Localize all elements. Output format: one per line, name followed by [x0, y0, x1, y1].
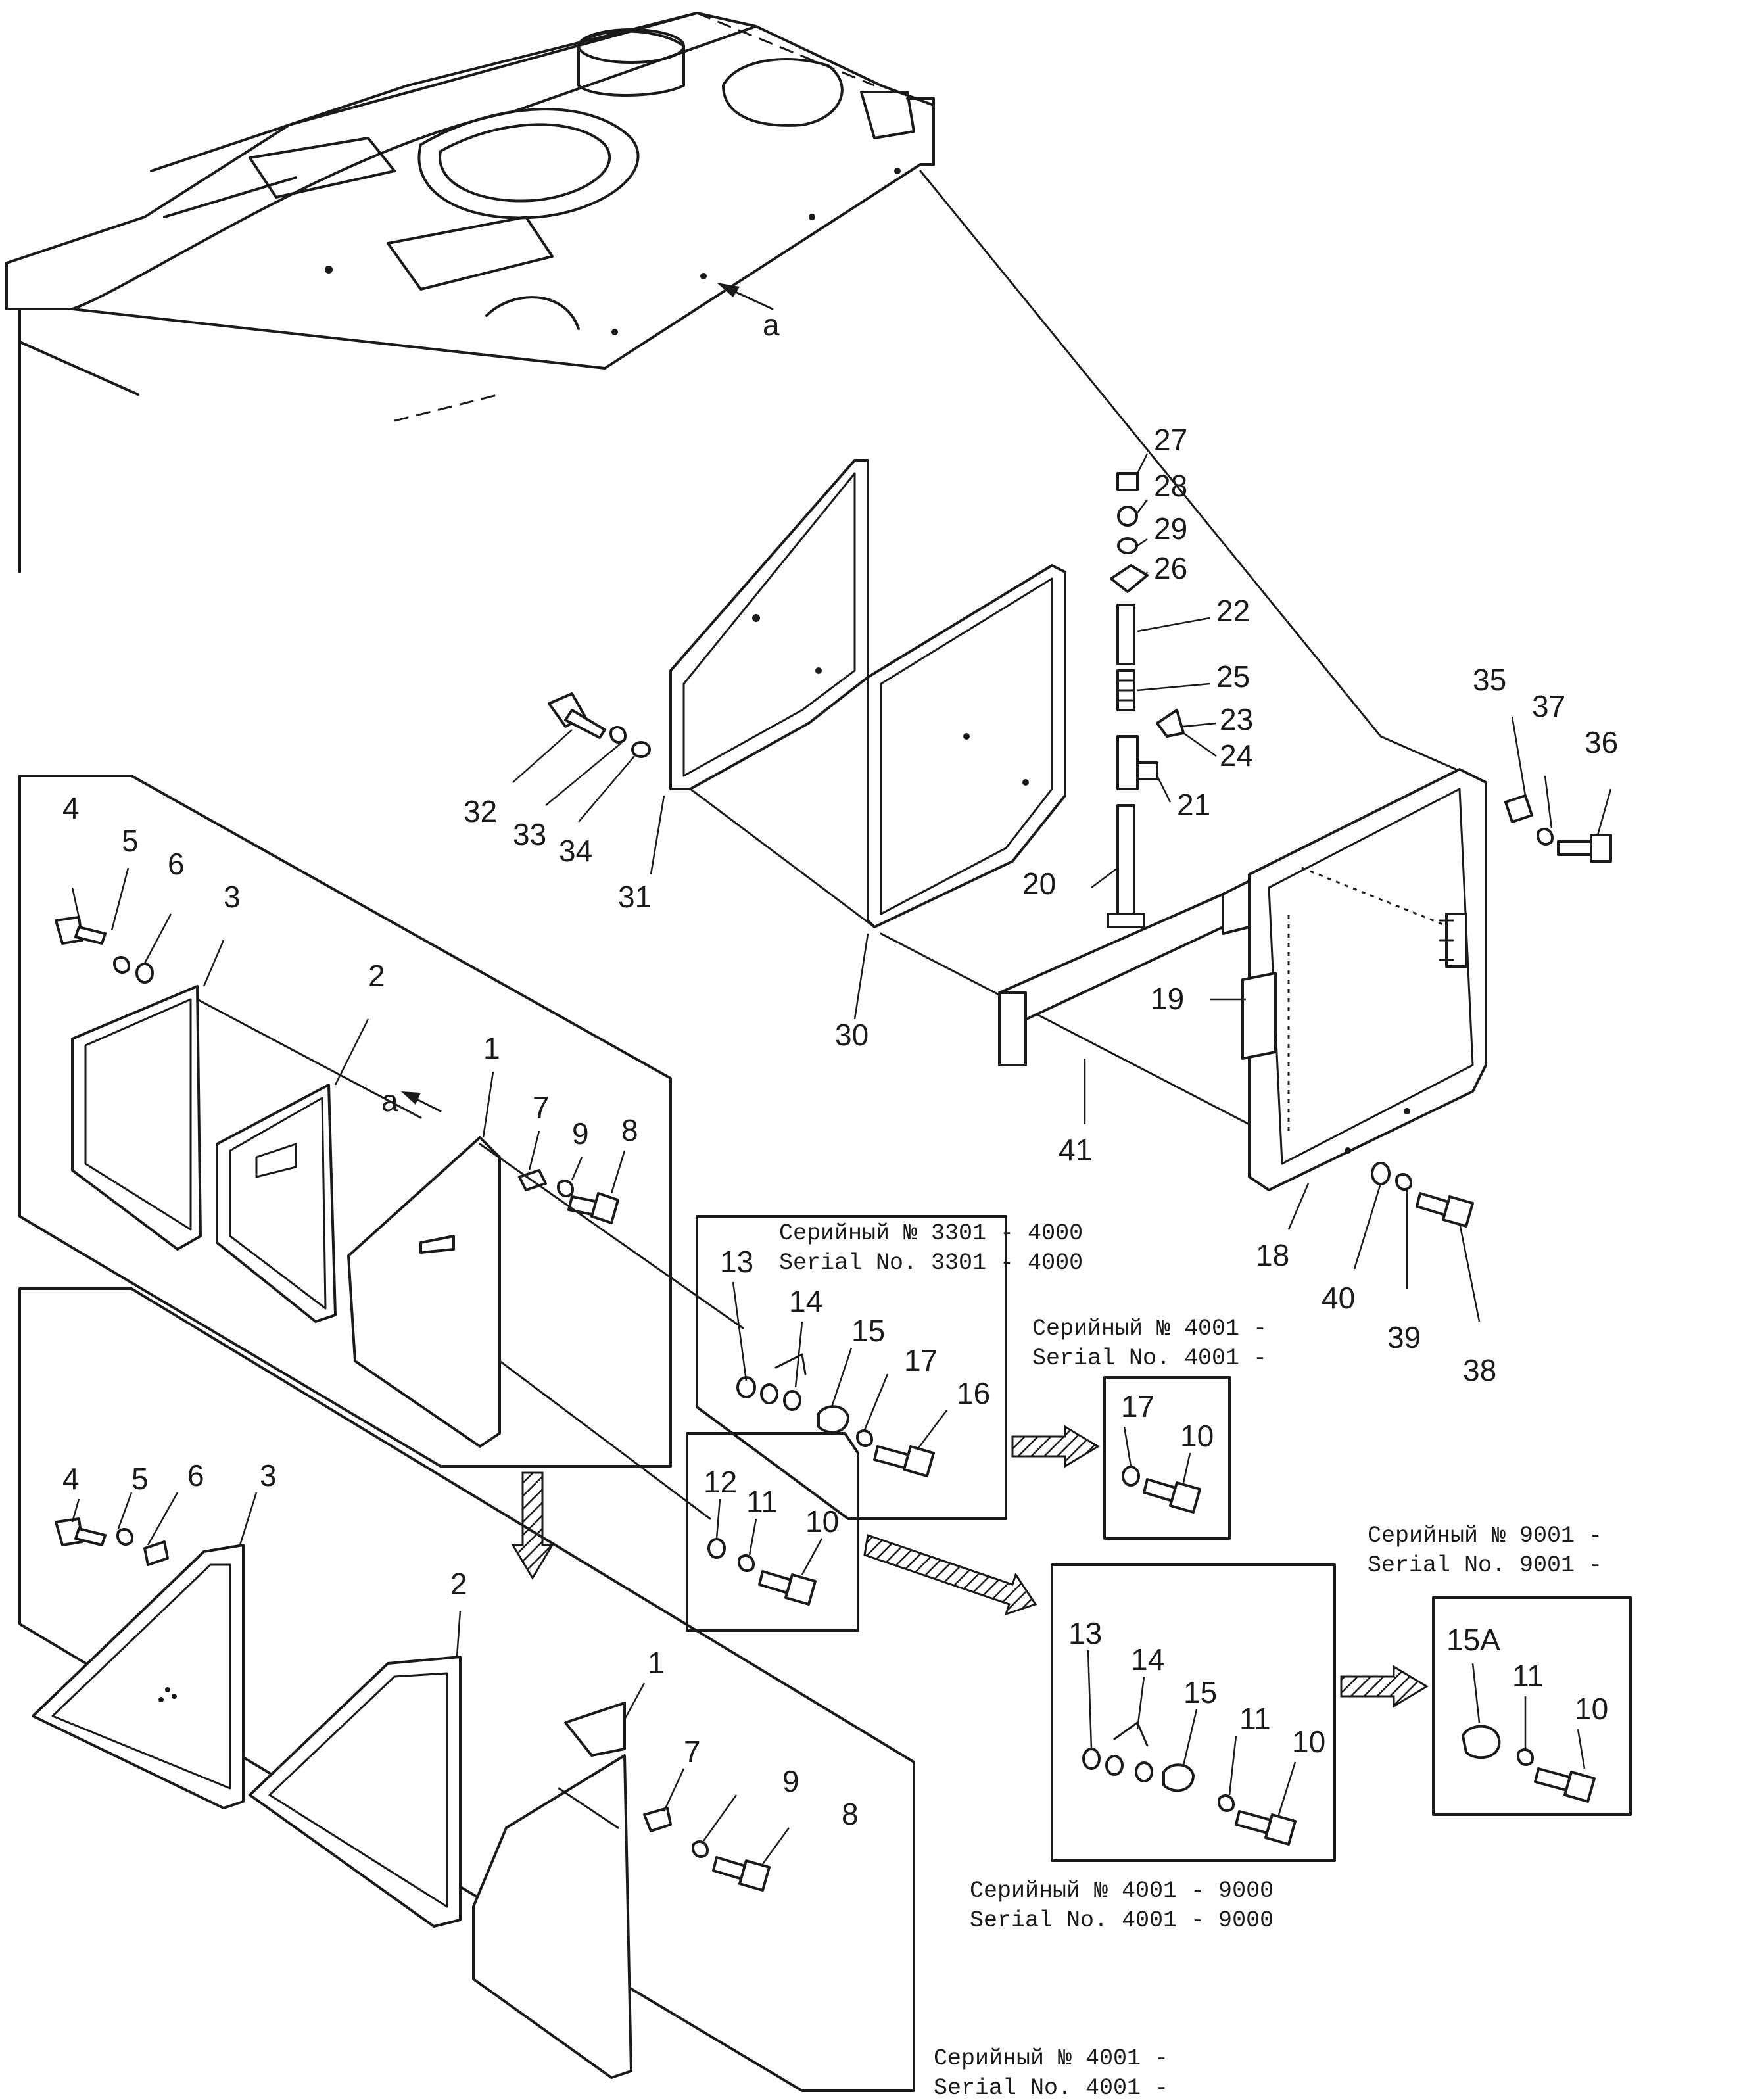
machine-body: a — [5, 12, 1487, 784]
callout-22: 22 — [1216, 594, 1250, 628]
detail-box-4001-9000 — [1051, 1563, 1336, 1862]
cover-panel-31 — [669, 459, 869, 790]
callout-15-a: 15 — [851, 1314, 885, 1348]
callout-1-lower: 1 — [648, 1646, 665, 1680]
callout-8-lower: 8 — [842, 1797, 859, 1831]
serial-9001-en: Serial No. 9001 - — [1368, 1552, 1602, 1579]
bracket-41 — [998, 880, 1251, 1066]
callout-7-upper: 7 — [533, 1090, 550, 1124]
callout-2-upper: 2 — [368, 959, 385, 993]
serial-4001-en: Serial No. 4001 - — [1032, 1345, 1267, 1372]
callout-8-upper: 8 — [621, 1113, 638, 1147]
serial-3301-4000-ru: Серийный № 3301 - 4000 — [779, 1220, 1083, 1247]
callout-7-lower: 7 — [684, 1734, 701, 1769]
callout-numbers: 27 28 29 26 22 25 23 24 21 20 30 31 34 3… — [62, 423, 1618, 1831]
callout-23: 23 — [1220, 702, 1253, 736]
callout-leaders — [71, 453, 1612, 1865]
callout-5-upper: 5 — [122, 824, 139, 858]
callout-9-upper: 9 — [572, 1116, 589, 1151]
detail-box-12-11-10 — [686, 1432, 859, 1632]
callout-4-lower: 4 — [62, 1462, 80, 1496]
callout-36: 36 — [1584, 725, 1618, 759]
callout-4-upper: 4 — [62, 791, 80, 825]
gasket-30 — [867, 564, 1066, 928]
bolt-36-assembly — [1504, 794, 1612, 863]
callout-24: 24 — [1220, 738, 1253, 773]
callout-1-upper: 1 — [483, 1031, 500, 1065]
serial-4001-lower-en: Serial No. 4001 - — [934, 2075, 1168, 2100]
callout-6-lower: 6 — [187, 1458, 204, 1492]
callout-20: 20 — [1022, 867, 1056, 901]
callout-18: 18 — [1256, 1238, 1289, 1272]
callout-35: 35 — [1473, 663, 1506, 697]
serial-4001-ru: Серийный № 4001 - — [1032, 1316, 1267, 1342]
callout-28: 28 — [1154, 469, 1187, 503]
callout-30: 30 — [835, 1018, 869, 1052]
upper-left-variant-box: a — [18, 775, 744, 1520]
detail-box-9001 — [1432, 1596, 1632, 1816]
callout-27: 27 — [1154, 423, 1187, 457]
serial-4001-9000-en: Serial No. 4001 - 9000 — [970, 1907, 1274, 1934]
callout-34: 34 — [559, 834, 592, 868]
callout-19: 19 — [1151, 982, 1184, 1016]
callout-6-upper: 6 — [168, 847, 185, 881]
callout-38: 38 — [1463, 1353, 1496, 1387]
callout-29: 29 — [1154, 512, 1187, 546]
callout-11-c: 11 — [1512, 1659, 1544, 1693]
callout-16: 16 — [957, 1376, 990, 1410]
hinge-19 — [1241, 972, 1277, 1060]
detail-box-3301-4000 — [696, 1215, 1007, 1520]
callout-17-b: 17 — [1121, 1389, 1155, 1423]
callout-15a: 15A — [1446, 1623, 1500, 1657]
callout-10-c: 10 — [1292, 1725, 1325, 1759]
serial-3301-4000-en: Serial No. 3301 - 4000 — [779, 1250, 1083, 1276]
callout-3-upper: 3 — [224, 880, 241, 914]
callout-5-lower: 5 — [131, 1462, 149, 1496]
callout-17-a: 17 — [904, 1343, 938, 1377]
callout-26: 26 — [1154, 551, 1187, 585]
callout-10-d: 10 — [1575, 1692, 1608, 1726]
callout-14-a: 14 — [789, 1284, 822, 1318]
callout-13-b: 13 — [1068, 1616, 1102, 1650]
callout-12: 12 — [703, 1465, 737, 1499]
reference-letter-a-box: a — [381, 1084, 398, 1118]
callout-37: 37 — [1532, 689, 1565, 723]
callout-11-a: 11 — [746, 1485, 778, 1519]
callout-33: 33 — [513, 817, 546, 851]
callout-14-b: 14 — [1131, 1642, 1164, 1677]
callout-2-lower: 2 — [450, 1567, 467, 1601]
callout-10-b: 10 — [1180, 1419, 1214, 1453]
callout-9-lower: 9 — [782, 1764, 799, 1798]
callout-40: 40 — [1322, 1281, 1355, 1315]
detail-box-17-10 — [1103, 1376, 1231, 1540]
bolt-38-assembly — [1371, 1162, 1474, 1228]
callout-32: 32 — [464, 794, 497, 828]
serial-9001-ru: Серийный № 9001 - — [1368, 1523, 1602, 1549]
side-door-18 — [1248, 768, 1487, 1191]
callout-11-b: 11 — [1239, 1702, 1271, 1736]
callout-25: 25 — [1216, 659, 1250, 694]
variant-arrows — [511, 1425, 1429, 1708]
callout-10-a: 10 — [805, 1504, 839, 1539]
serial-4001-lower-ru: Серийный № 4001 - — [934, 2045, 1168, 2072]
latch-pin-assembly — [1107, 472, 1185, 928]
callout-41: 41 — [1059, 1133, 1092, 1167]
bolt-32-assembly — [548, 692, 651, 758]
serial-notes: Серийный № 3301 - 4000 Serial No. 3301 -… — [779, 1220, 1602, 2100]
callout-39: 39 — [1387, 1320, 1421, 1354]
callout-3-lower: 3 — [260, 1458, 277, 1492]
serial-4001-9000-ru: Серийный № 4001 - 9000 — [970, 1878, 1274, 1904]
reference-letter-a-top: a — [763, 308, 780, 342]
callout-21: 21 — [1177, 788, 1210, 822]
callout-31: 31 — [618, 880, 652, 914]
callout-15-b: 15 — [1183, 1675, 1217, 1709]
lower-left-variant-box — [18, 1287, 915, 2092]
callout-13-a: 13 — [720, 1245, 753, 1279]
